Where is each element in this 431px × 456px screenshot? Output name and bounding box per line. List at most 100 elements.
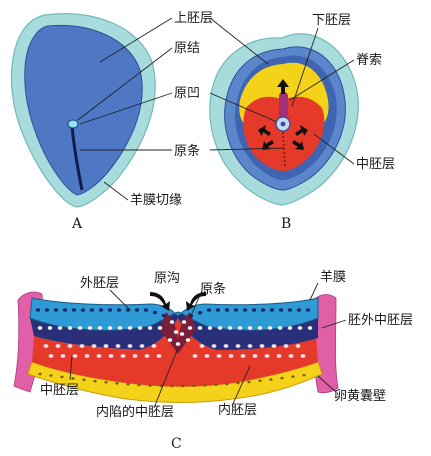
leader-primitive-node <box>77 47 173 121</box>
cell-nucleus <box>233 308 239 312</box>
label-invaginated-mesoderm: 内陷的中胚层 <box>96 404 174 420</box>
cell-nucleus <box>192 384 196 388</box>
cell-nucleus <box>296 308 302 312</box>
cell-nucleus <box>126 382 130 386</box>
label-amnion: 羊膜 <box>320 269 346 285</box>
cell-nucleus <box>103 344 109 348</box>
cell-nucleus <box>287 308 293 312</box>
label-primitive-streak: 原条 <box>174 143 200 159</box>
label-epiblast: 上胚层 <box>174 11 213 26</box>
cell-nucleus <box>96 354 102 358</box>
panel-b-illustration: B <box>209 33 359 232</box>
panel-a-letter: A <box>71 216 83 232</box>
cell-nucleus <box>97 326 103 330</box>
cell-nucleus <box>43 344 49 348</box>
cell-nucleus <box>259 344 265 348</box>
cell-nucleus <box>258 379 262 383</box>
arrow-left-down-icon <box>262 140 274 150</box>
panel-b-pit-center <box>280 121 286 127</box>
cell-nucleus <box>257 326 263 330</box>
label-extraembryonic-mesoderm: 胚外中胚层 <box>348 313 413 328</box>
leader-epiblast-a <box>99 17 173 63</box>
cell-nucleus <box>49 374 53 377</box>
cell-nucleus <box>71 377 75 380</box>
cell-nucleus <box>156 354 162 358</box>
cell-nucleus <box>71 308 77 312</box>
leader-epiblast-b <box>209 17 269 65</box>
cell-nucleus <box>227 326 233 330</box>
arrow-up-icon <box>277 79 289 94</box>
cell-nucleus <box>117 326 123 330</box>
cell-nucleus <box>179 332 185 336</box>
cell-nucleus <box>107 308 113 312</box>
cell-nucleus <box>199 344 205 348</box>
cell-nucleus <box>283 344 289 348</box>
cell-nucleus <box>204 354 210 358</box>
panel-a-primitive-node <box>67 119 79 129</box>
cell-nucleus <box>137 383 141 387</box>
cell-nucleus <box>44 308 50 312</box>
cell-nucleus <box>107 326 113 330</box>
label-hypoblast: 下胚层 <box>312 13 351 28</box>
cell-nucleus <box>181 384 185 388</box>
cell-nucleus <box>264 354 270 358</box>
panel-b-letter: B <box>281 216 291 232</box>
leader-invaginated-mesoderm <box>153 347 179 409</box>
panel-a-embryonic-disc <box>24 24 143 196</box>
cell-nucleus <box>236 381 240 385</box>
label-mesoderm-c: 中胚层 <box>40 383 79 398</box>
cell-nucleus <box>98 308 104 312</box>
cell-nucleus <box>84 354 90 358</box>
cell-nucleus <box>57 326 63 330</box>
arrow-right-down-icon <box>292 140 304 150</box>
panel-c-streak-cells <box>160 312 196 354</box>
panel-c-ectoderm <box>29 297 319 331</box>
cell-nucleus <box>115 344 121 348</box>
cell-nucleus <box>55 344 61 348</box>
cell-nucleus <box>115 382 119 385</box>
leader-yolk-sac-wall <box>317 375 337 393</box>
cell-nucleus <box>67 326 73 330</box>
cell-nucleus <box>181 320 187 324</box>
cell-nucleus <box>225 382 229 386</box>
cell-nucleus <box>291 375 295 378</box>
cell-nucleus <box>297 326 303 330</box>
cell-nucleus <box>89 308 95 312</box>
leader-endoderm <box>231 365 251 407</box>
cell-nucleus <box>62 308 68 312</box>
cell-nucleus <box>79 344 85 348</box>
cell-nucleus <box>35 308 41 312</box>
cell-nucleus <box>247 344 253 348</box>
label-primitive-pit: 原凹 <box>174 86 200 101</box>
panel-c-illustration: C <box>13 291 339 452</box>
cell-nucleus <box>104 381 108 384</box>
label-primitive-groove: 原沟 <box>154 271 180 286</box>
arrow-left-up-icon <box>258 125 271 136</box>
cell-nucleus <box>295 344 301 348</box>
cell-nucleus <box>139 344 145 348</box>
cell-nucleus <box>300 354 306 358</box>
cell-nucleus <box>134 308 140 312</box>
cell-nucleus <box>247 380 251 384</box>
cell-nucleus <box>157 326 163 330</box>
cell-nucleus <box>197 326 203 330</box>
cell-nucleus <box>48 354 54 358</box>
cell-nucleus <box>37 326 43 330</box>
cell-nucleus <box>302 373 306 377</box>
label-primitive-node: 原结 <box>174 41 200 56</box>
cell-nucleus <box>288 354 294 358</box>
cell-nucleus <box>116 308 122 312</box>
cell-nucleus <box>276 354 282 358</box>
cell-nucleus <box>217 326 223 330</box>
cell-nucleus <box>214 383 218 387</box>
leader-hypoblast <box>291 27 319 107</box>
cell-nucleus <box>269 378 273 381</box>
panel-a-illustration: A <box>10 13 156 232</box>
cell-nucleus <box>127 326 133 330</box>
cell-nucleus <box>60 375 64 379</box>
cell-nucleus <box>82 378 86 382</box>
cell-nucleus <box>173 330 179 334</box>
cell-nucleus <box>269 308 275 312</box>
leader-notochord <box>289 59 355 101</box>
